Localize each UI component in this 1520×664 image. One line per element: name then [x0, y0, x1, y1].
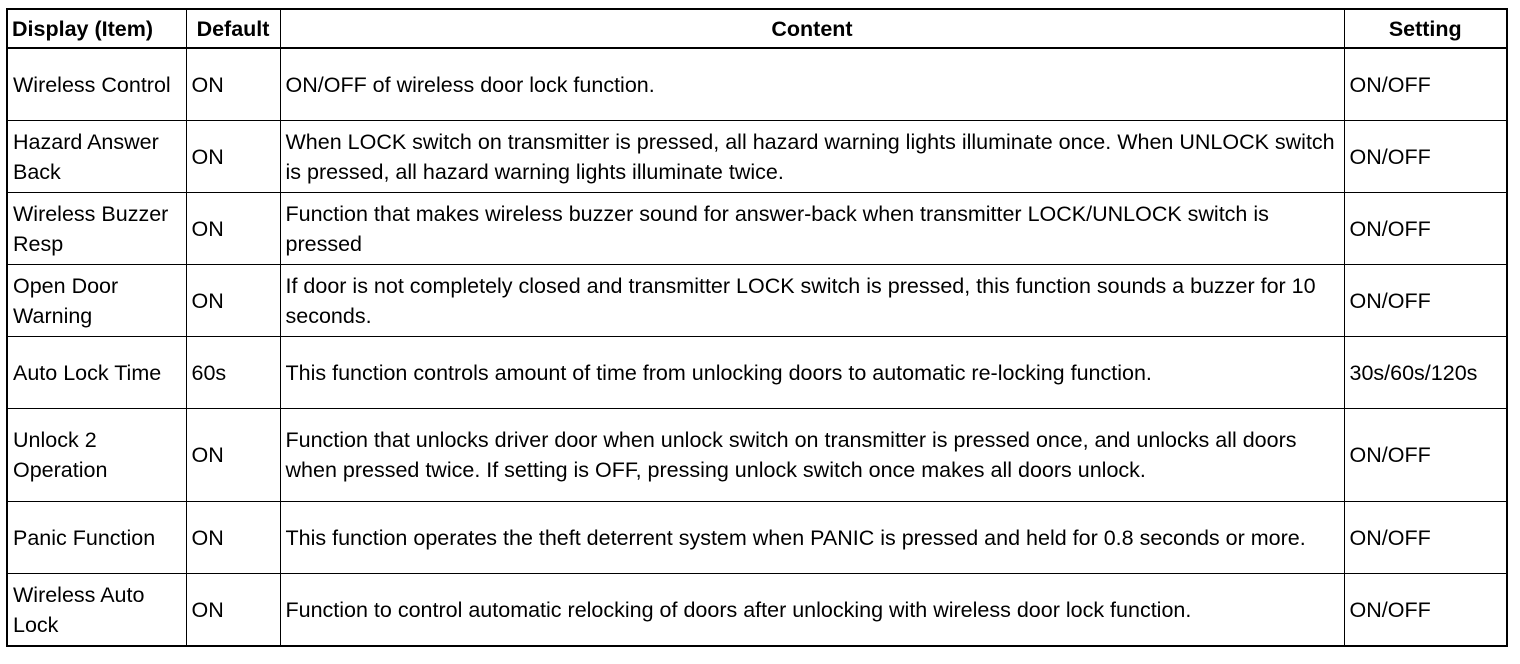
- cell-setting: ON/OFF: [1343, 120, 1508, 193]
- table-header-row: Display (Item) Default Content Setting: [6, 8, 1508, 49]
- cell-item: Wireless Buzzer Resp: [6, 192, 187, 265]
- cell-content: Function that unlocks driver door when u…: [279, 408, 1345, 502]
- cell-item: Wireless Control: [6, 47, 187, 121]
- table-row: Hazard Answer Back ON When LOCK switch o…: [6, 120, 1508, 193]
- cell-default: ON: [185, 264, 281, 337]
- cell-content: Function to control automatic relocking …: [279, 573, 1345, 647]
- cell-setting: ON/OFF: [1343, 192, 1508, 265]
- cell-default: ON: [185, 408, 281, 502]
- header-display-item: Display (Item): [6, 8, 187, 49]
- settings-table-container: Display (Item) Default Content Setting W…: [6, 8, 1508, 647]
- cell-item: Wireless Auto Lock: [6, 573, 187, 647]
- cell-setting: ON/OFF: [1343, 573, 1508, 647]
- table-row: Wireless Auto Lock ON Function to contro…: [6, 573, 1508, 647]
- cell-default: 60s: [185, 336, 281, 409]
- cell-content: Function that makes wireless buzzer soun…: [279, 192, 1345, 265]
- cell-content: ON/OFF of wireless door lock function.: [279, 47, 1345, 121]
- cell-setting: ON/OFF: [1343, 264, 1508, 337]
- cell-setting: ON/OFF: [1343, 408, 1508, 502]
- cell-content: If door is not completely closed and tra…: [279, 264, 1345, 337]
- table-row: Unlock 2 Operation ON Function that unlo…: [6, 408, 1508, 502]
- header-setting: Setting: [1343, 8, 1508, 49]
- cell-item: Open Door Warning: [6, 264, 187, 337]
- table-row: Wireless Control ON ON/OFF of wireless d…: [6, 47, 1508, 121]
- cell-default: ON: [185, 573, 281, 647]
- cell-item: Panic Function: [6, 501, 187, 574]
- cell-default: ON: [185, 47, 281, 121]
- settings-table: Display (Item) Default Content Setting W…: [6, 8, 1508, 647]
- cell-content: This function controls amount of time fr…: [279, 336, 1345, 409]
- cell-setting: ON/OFF: [1343, 501, 1508, 574]
- cell-content: When LOCK switch on transmitter is press…: [279, 120, 1345, 193]
- cell-item: Hazard Answer Back: [6, 120, 187, 193]
- table-row: Wireless Buzzer Resp ON Function that ma…: [6, 192, 1508, 265]
- cell-item: Unlock 2 Operation: [6, 408, 187, 502]
- header-default: Default: [185, 8, 281, 49]
- cell-default: ON: [185, 192, 281, 265]
- cell-content: This function operates the theft deterre…: [279, 501, 1345, 574]
- cell-default: ON: [185, 120, 281, 193]
- cell-setting: 30s/60s/120s: [1343, 336, 1508, 409]
- table-row: Auto Lock Time 60s This function control…: [6, 336, 1508, 409]
- cell-setting: ON/OFF: [1343, 47, 1508, 121]
- table-row: Open Door Warning ON If door is not comp…: [6, 264, 1508, 337]
- cell-item: Auto Lock Time: [6, 336, 187, 409]
- cell-default: ON: [185, 501, 281, 574]
- table-row: Panic Function ON This function operates…: [6, 501, 1508, 574]
- header-content: Content: [279, 8, 1345, 49]
